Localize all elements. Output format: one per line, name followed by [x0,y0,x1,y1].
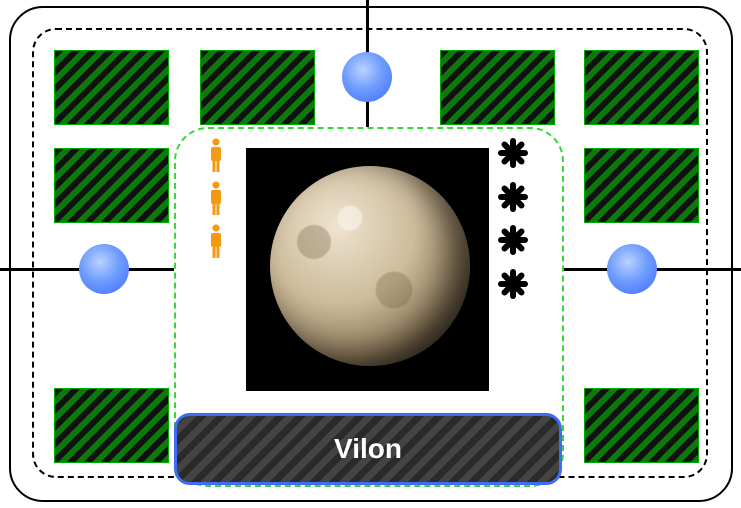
person-icon [211,181,221,215]
planet-sphere [270,166,470,366]
territory-tile[interactable] [54,50,169,125]
territory-tile[interactable] [584,50,699,125]
territory-tile[interactable] [584,388,699,463]
territory-tile[interactable] [440,50,555,125]
planet-image [246,148,489,391]
connection-node-top[interactable] [342,52,392,102]
connection-node-left[interactable] [79,244,129,294]
territory-tile[interactable] [54,388,169,463]
territory-tile[interactable] [54,148,169,223]
territory-tile[interactable] [200,50,315,125]
connection-node-right[interactable] [607,244,657,294]
person-icon [211,224,221,258]
planet-name-bar[interactable]: Vilon [174,413,562,485]
asterisk-icon [498,269,528,299]
person-icon [211,138,221,172]
planet-name: Vilon [334,433,402,464]
territory-tile[interactable] [584,148,699,223]
asterisk-icon [498,138,528,168]
asterisk-icon [498,225,528,255]
asterisk-icon [498,182,528,212]
